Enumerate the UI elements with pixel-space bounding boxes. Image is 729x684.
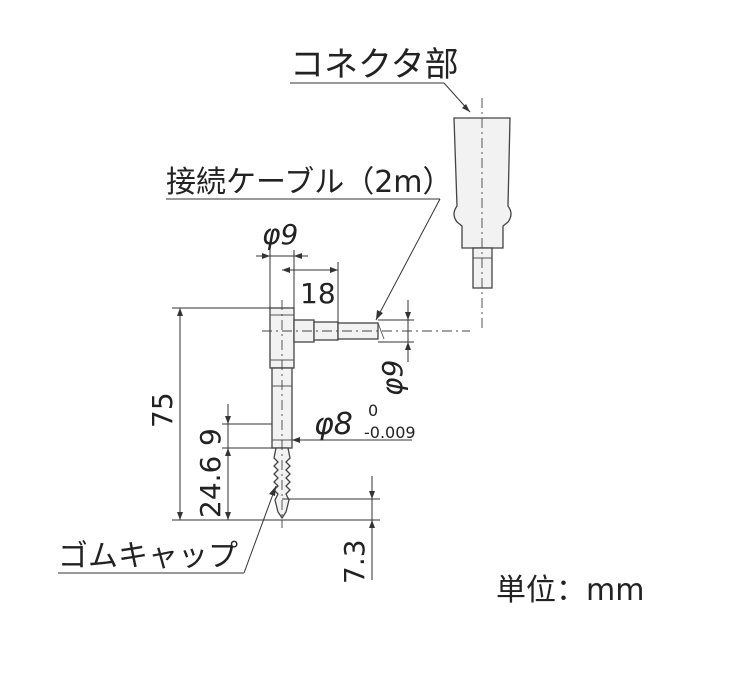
phi8-tol-upper: 0: [368, 401, 378, 420]
dim-phi9-cable: [378, 300, 414, 362]
phi9-top-label: φ9: [262, 218, 298, 251]
dim-75: [172, 307, 282, 521]
dim-18: [282, 262, 339, 322]
dim-7-3-label: 7.3: [338, 539, 371, 584]
cable-leader: [166, 198, 441, 321]
rubber-cap-label: ゴムキャップ: [58, 539, 238, 574]
dim-18-label: 18: [300, 277, 336, 310]
cable-label: 接続ケーブル（2m）: [166, 165, 453, 200]
probe-body: [262, 300, 470, 528]
phi9-cable-label: φ9: [376, 360, 409, 396]
dim-7-3: [282, 476, 380, 580]
dim-9-label: 9: [194, 428, 227, 446]
phi8-label: φ8: [314, 407, 353, 442]
connector-leader: [290, 82, 471, 113]
dim-phi9-top: [256, 250, 308, 308]
dim-24-6-label: 24.6: [194, 456, 227, 518]
dim-phi8: [292, 437, 412, 443]
dim-75-label: 75: [146, 392, 179, 428]
phi8-tol-lower: -0.009: [364, 423, 416, 442]
connector-label: コネクタ部: [290, 45, 459, 85]
dim-9-24-6: [222, 404, 276, 520]
unit-label: 単位：mm: [496, 573, 644, 608]
rubber-cap-leader: [58, 485, 277, 574]
connector-part: [453, 98, 512, 330]
